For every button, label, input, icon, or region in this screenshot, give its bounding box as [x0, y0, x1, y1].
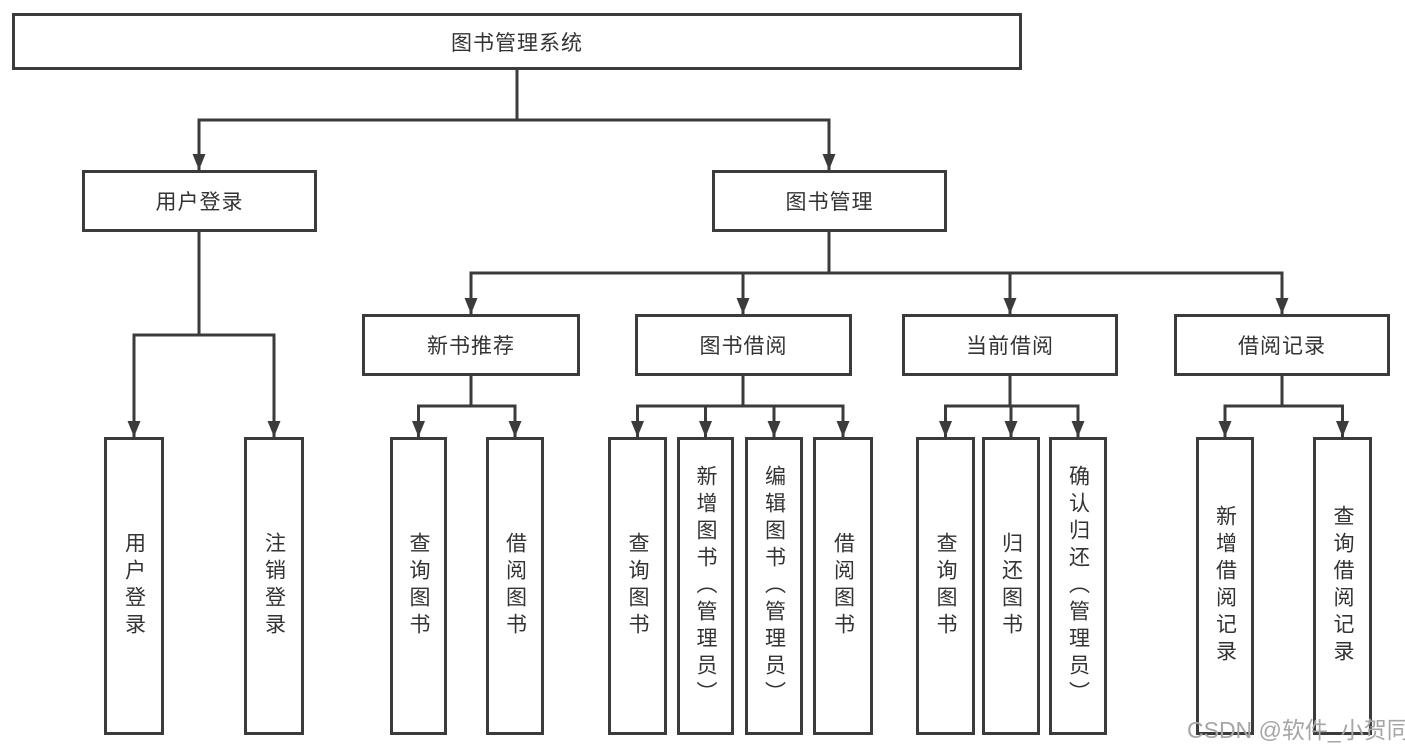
leaf-query-books-recommend-label: 查询图书 — [407, 532, 430, 640]
node-user-login-label: 用户登录 — [155, 191, 244, 214]
node-current-borrowing-label: 当前借阅 — [966, 335, 1054, 358]
node-borrowing-records: 借阅记录 — [1174, 314, 1390, 376]
node-user-login: 用户登录 — [82, 170, 317, 232]
leaf-query-books-recommend: 查询图书 — [390, 437, 447, 735]
leaf-query-books-borrow-label: 查询图书 — [626, 532, 649, 640]
leaf-borrow-books: 借阅图书 — [813, 437, 873, 735]
leaf-user-login-label: 用户登录 — [122, 532, 146, 640]
node-borrowing-records-label: 借阅记录 — [1238, 335, 1326, 358]
node-current-borrowing: 当前借阅 — [902, 314, 1118, 376]
leaf-borrow-books-recommend-label: 借阅图书 — [503, 532, 527, 640]
leaf-user-login: 用户登录 — [104, 437, 164, 735]
node-root-label: 图书管理系统 — [451, 31, 583, 55]
node-book-borrowing-label: 图书借阅 — [699, 335, 788, 358]
leaf-add-borrow-record: 新增借阅记录 — [1196, 437, 1254, 735]
leaf-query-books-current-label: 查询图书 — [934, 532, 957, 640]
leaf-query-borrow-record: 查询借阅记录 — [1313, 437, 1372, 735]
leaf-confirm-return-admin: 确认归还（管理员） — [1049, 437, 1107, 735]
leaf-return-book-label: 归还图书 — [999, 532, 1023, 640]
leaf-add-book-admin-label: 新增图书（管理员） — [694, 464, 717, 708]
leaf-query-books-current: 查询图书 — [916, 437, 975, 735]
node-new-book-recommend-label: 新书推荐 — [427, 335, 515, 358]
leaf-logout-label: 注销登录 — [262, 532, 286, 640]
leaf-borrow-books-recommend: 借阅图书 — [486, 437, 544, 735]
node-root: 图书管理系统 — [12, 13, 1022, 70]
node-book-borrowing: 图书借阅 — [635, 314, 852, 376]
leaf-add-borrow-record-label: 新增借阅记录 — [1213, 505, 1237, 667]
leaf-return-book: 归还图书 — [982, 437, 1040, 735]
leaf-add-book-admin: 新增图书（管理员） — [677, 437, 734, 735]
leaf-logout: 注销登录 — [244, 437, 304, 735]
node-book-management-label: 图书管理 — [785, 191, 874, 214]
leaf-edit-book-admin-label: 编辑图书（管理员） — [762, 464, 786, 708]
node-new-book-recommend: 新书推荐 — [362, 314, 580, 376]
leaf-query-borrow-record-label: 查询借阅记录 — [1331, 505, 1354, 667]
leaf-edit-book-admin: 编辑图书（管理员） — [745, 437, 803, 735]
leaf-query-books-borrow: 查询图书 — [608, 437, 667, 735]
leaf-confirm-return-admin-label: 确认归还（管理员） — [1066, 464, 1090, 708]
node-book-management: 图书管理 — [712, 170, 947, 232]
csdn-watermark: CSDN @软件_小贺同学 — [1187, 717, 1405, 743]
leaf-borrow-books-label: 借阅图书 — [831, 532, 855, 640]
